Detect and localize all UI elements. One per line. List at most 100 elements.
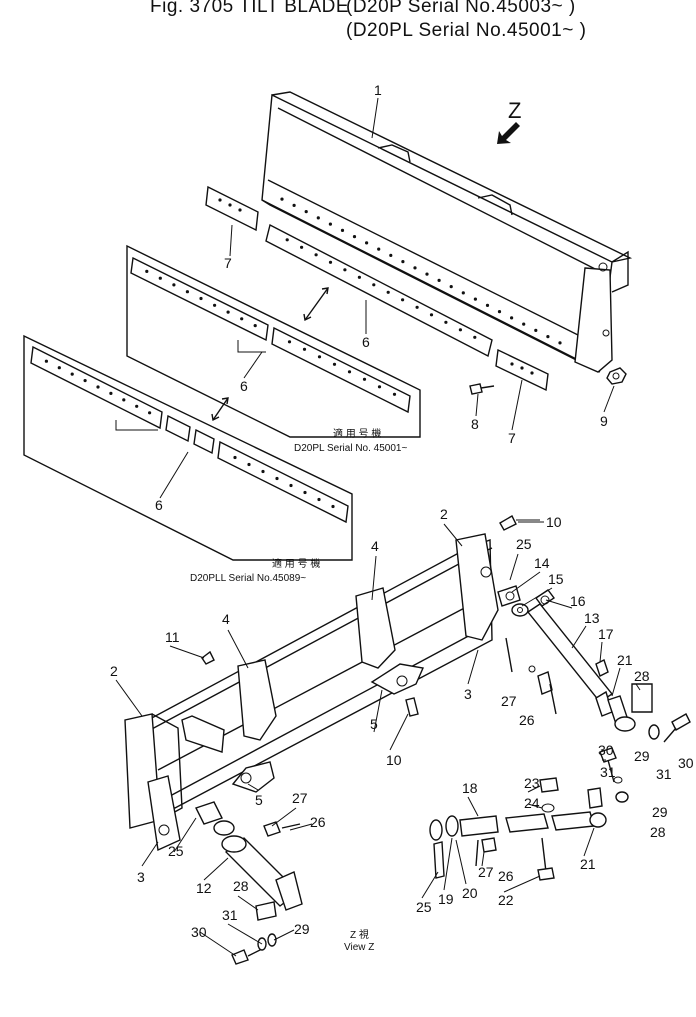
end-bit-upper [205,185,259,232]
callout-7-lower: 7 [508,430,516,446]
leader-line [511,571,541,593]
leader-line [527,803,543,809]
panel-b-hole [303,490,307,495]
rod-21-lower [505,811,607,833]
callout-30-left: 30 [191,924,207,940]
callout-19: 19 [438,891,454,907]
leader-line [237,895,259,911]
blade-bolt-hole [497,310,502,314]
leader-line [509,553,519,581]
rod-end-21-upper [607,695,636,732]
blade-bolt-hole [401,260,405,264]
cutting-edge-hole [444,320,448,324]
panel-b-hole [261,469,265,474]
leader-line [599,641,603,663]
callout-26-right: 26 [519,712,535,728]
blade-bolt-hole [292,203,296,207]
panel-a-hole [240,317,244,321]
cutting-edge-hole [415,305,419,309]
end-bit-lower [495,348,549,392]
callout-20: 20 [462,885,478,901]
callout-6-panel-a: 6 [240,378,248,394]
callout-2-right: 2 [440,506,448,522]
panel-d20pl [126,244,421,438]
blade-bolt-hole [558,341,562,345]
figure-title: Fig. 3705 TILT BLADE [150,0,350,17]
leader-line [115,679,143,717]
panel-d20pl-serial: D20PL Serial No. 45001~ [294,443,407,454]
callout-14: 14 [534,555,550,571]
blade-bolt-hole [449,285,453,289]
bolt-27-26-right [505,637,557,715]
leader-line [511,379,523,431]
callout-4-left: 4 [222,611,230,627]
view-z-jp: Z 視 [350,928,369,941]
blade-bolt-hole [365,241,369,245]
leader-line [203,857,229,881]
pin-28-lower [587,787,629,809]
leader-lines [115,97,641,957]
callout-23: 23 [524,775,540,791]
washers-19-20-25 [429,815,459,879]
callout-24: 24 [524,795,540,811]
callout-10-lower: 10 [386,752,402,768]
leader-line [371,555,377,601]
callout-30-mid: 30 [598,742,614,758]
bolt-8 [469,383,495,395]
leader-line [603,385,615,413]
panel-a-hole [253,324,257,328]
panel-a-hole [172,283,176,287]
callout-31-mid: 31 [600,764,616,780]
panel-b-hole [96,385,100,389]
leader-line [635,683,641,691]
leader-line [421,871,439,899]
panel-a-hole [287,340,292,344]
panel-d20pl-holes [145,269,397,396]
leader-line [173,817,197,853]
leader-line [227,923,263,945]
callout-29-mid: 29 [652,804,668,820]
panel-b-hole [44,359,49,363]
cutting-edge-hole [386,290,390,294]
panel-a-hole [377,385,382,389]
blade-bolt-hole [534,328,538,332]
blade-bolt-hole [413,266,417,270]
fitting-11 [201,650,215,665]
callout-26-lower: 26 [498,868,514,884]
callout-11: 11 [165,629,180,645]
callout-3-right: 3 [464,686,472,702]
blade-bolt-hole [316,216,320,220]
leader-line [273,929,295,941]
blade-bolt-hole [352,235,357,239]
panel-b-hole [135,404,139,408]
view-z-caption: View Z [344,942,374,953]
callout-30-upper: 30 [678,755,694,771]
blade-bolt-hole [377,247,381,251]
callout-26-left: 26 [310,814,326,830]
bolt-22 [537,837,555,881]
panel-b-hole [331,504,335,509]
callout-25-right: 25 [516,536,532,552]
callout-31-left: 31 [222,907,238,923]
cutting-edge-hole [372,283,376,287]
nut-23-washer-24 [539,777,559,813]
panel-a-hole [145,269,149,273]
panel-b-hole [317,497,321,502]
leader-line [169,645,205,659]
washer-15 [511,603,529,617]
cutting-edge-hole [285,238,289,242]
cutting-edge-main [265,223,493,358]
leader-line [289,823,313,831]
leader-line [141,841,159,867]
callout-1: 1 [374,82,382,98]
callout-6-panel-b: 6 [155,497,163,513]
callout-16: 16 [570,593,586,609]
leader-line [443,837,453,891]
callout-27-left: 27 [292,790,308,806]
panel-a-hole [199,296,203,301]
callout-13: 13 [584,610,600,626]
panel-a-hole [158,276,162,280]
callout-17: 17 [598,626,614,642]
panel-a-hole [185,290,189,294]
